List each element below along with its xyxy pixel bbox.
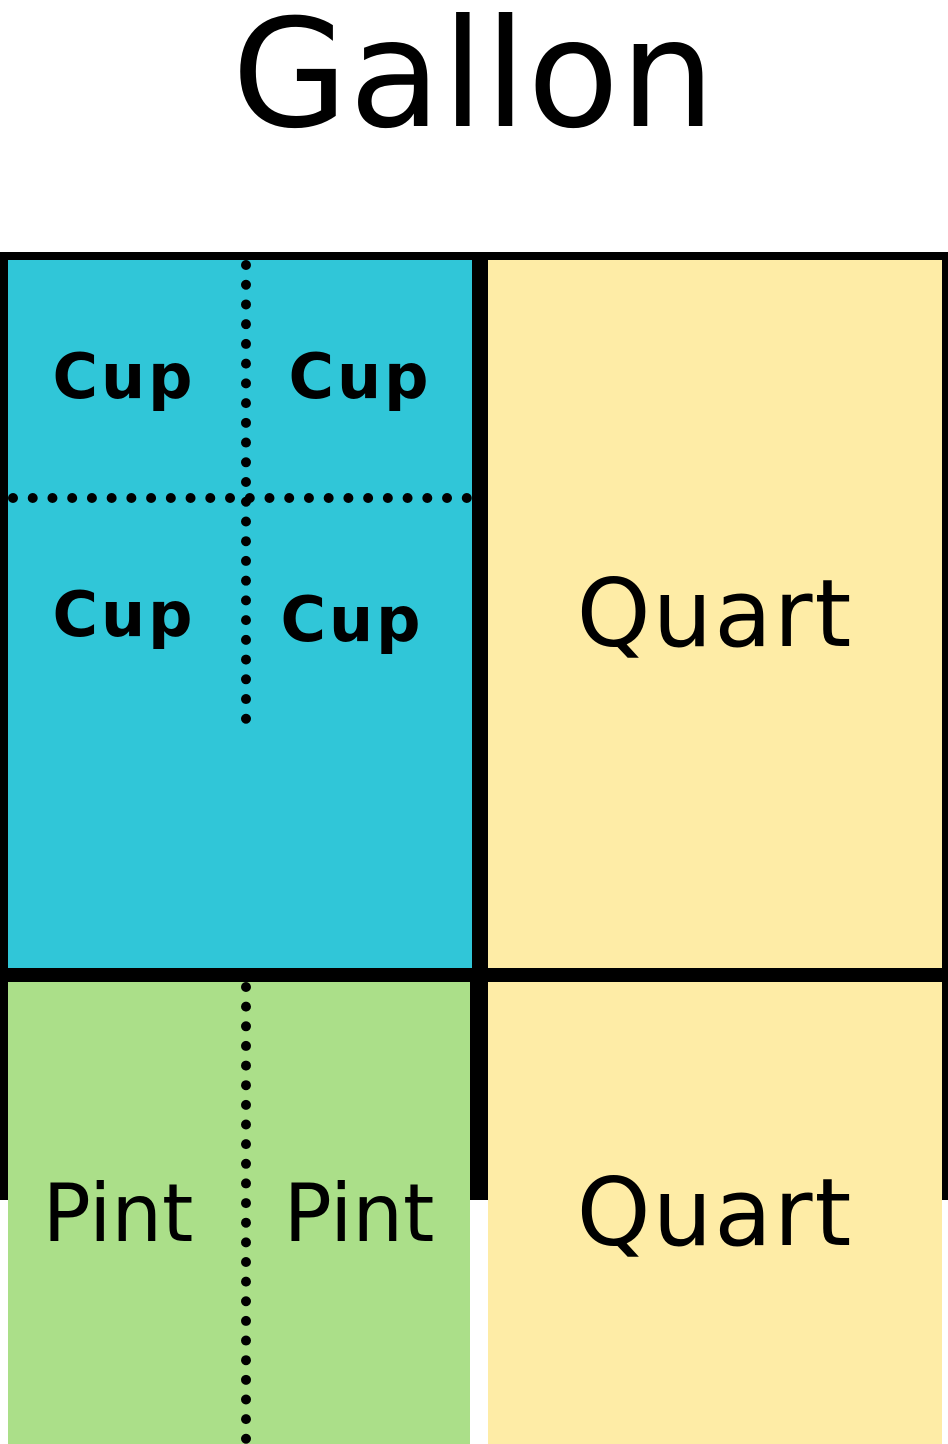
- cup-cell: Cup: [248, 260, 472, 492]
- pint-divider: [241, 982, 251, 1444]
- cups-region: Cup Cup Cup Cup: [8, 260, 472, 968]
- diagram-title: Gallon: [231, 0, 717, 162]
- cup-label: Cup: [52, 577, 196, 651]
- gallon-box: Cup Cup Cup Cup Pint Pint Quart Quart: [0, 252, 948, 1444]
- cup-label: Cup: [280, 582, 424, 656]
- pint-cell: Pint: [8, 982, 228, 1444]
- quart-label: Quart: [576, 1158, 854, 1268]
- cup-vertical-divider: [241, 260, 251, 724]
- quart-region-top: Quart: [488, 260, 942, 968]
- cup-label: Cup: [288, 339, 432, 413]
- cup-cell: Cup: [240, 500, 464, 738]
- cup-cell: Cup: [8, 260, 240, 492]
- cup-label: Cup: [52, 339, 196, 413]
- pint-cell: Pint: [248, 982, 470, 1444]
- quart-region-bottom: Quart: [488, 982, 942, 1444]
- pints-region: Pint Pint: [8, 982, 470, 1444]
- pint-label: Pint: [42, 1166, 194, 1260]
- quart-label: Quart: [576, 559, 854, 669]
- cup-horizontal-divider: [8, 493, 472, 503]
- cup-cell: Cup: [8, 500, 240, 728]
- pint-label: Pint: [283, 1166, 435, 1260]
